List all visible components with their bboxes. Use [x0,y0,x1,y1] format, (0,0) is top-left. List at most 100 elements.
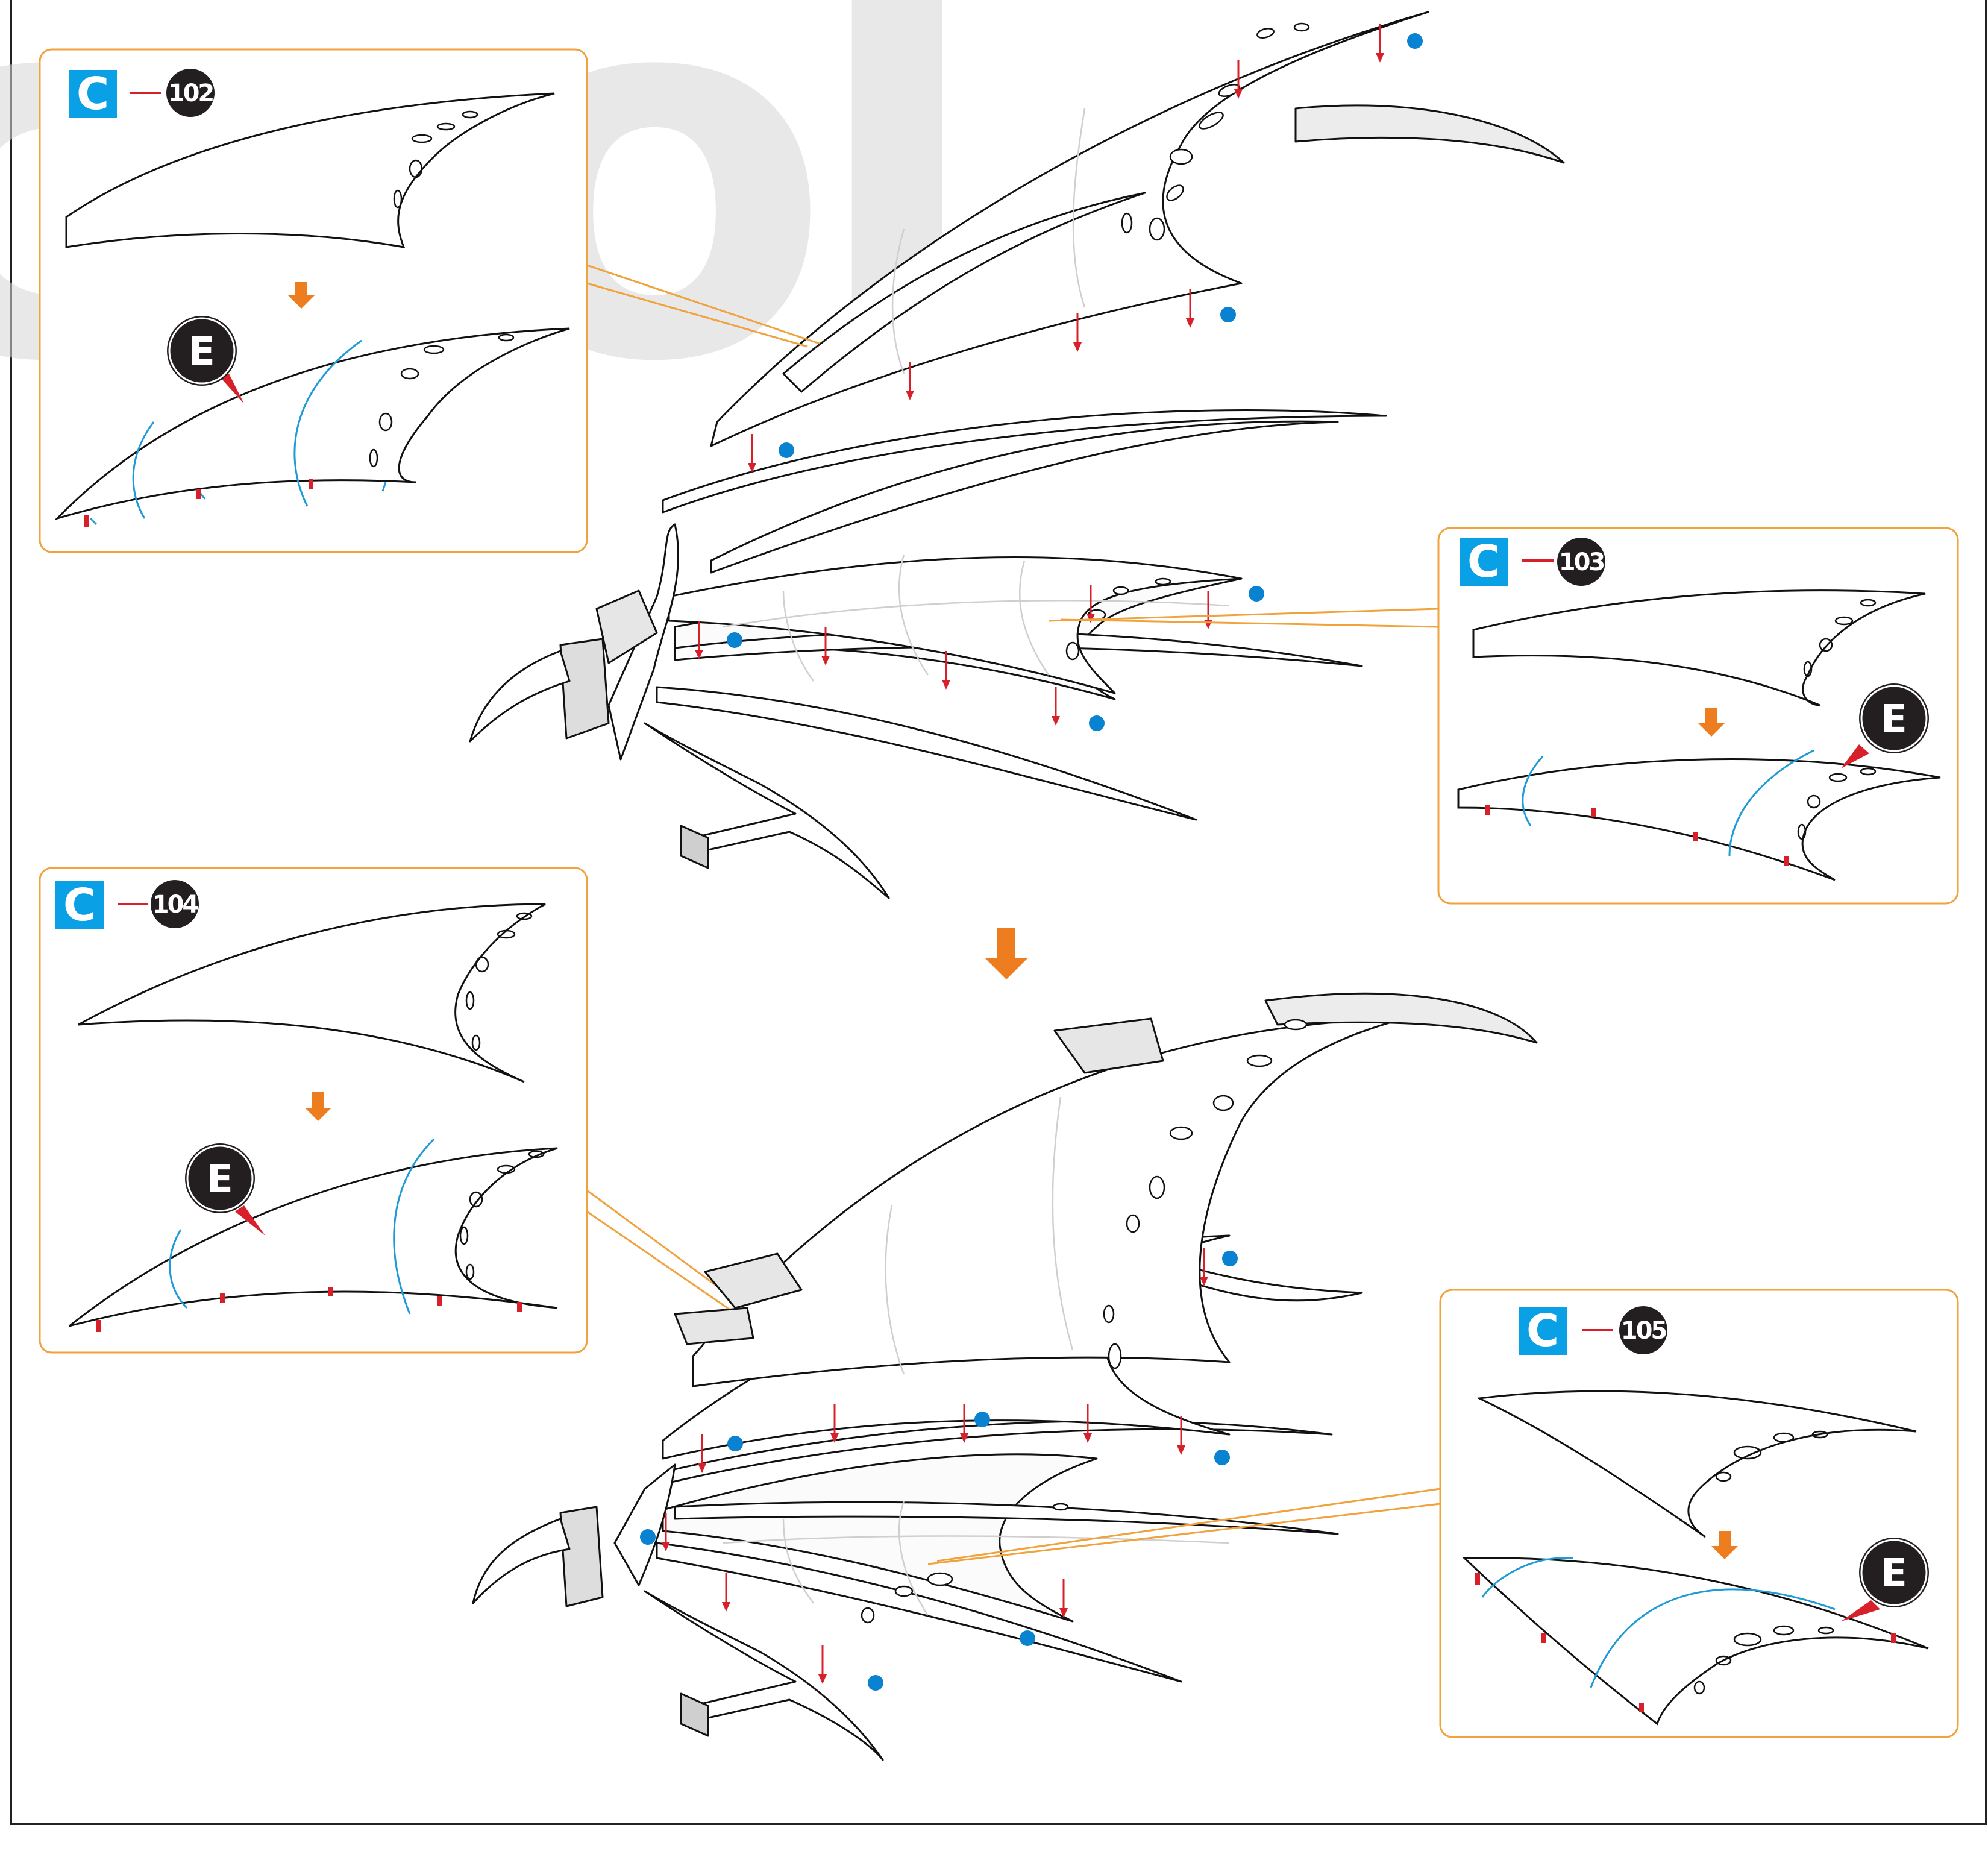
membrane-holes-bottom [861,1019,1308,1624]
next-step-arrow [288,282,315,309]
glue-badge-letter: E [1881,1551,1907,1596]
wing-assembly-top [469,11,1565,899]
curved-part [1462,1557,1929,1726]
callout-leader [586,264,820,348]
marker-dot [779,442,794,458]
callout-103: C 103 E [1048,527,1959,905]
wing-bone-lower [656,686,1197,821]
sheet-letter: C [1526,1305,1559,1357]
fold-arrow [1590,1588,1836,1688]
fold-arrow [1728,749,1814,856]
wing-membrane-3 [668,556,1243,694]
wing-bone-3 [662,409,1387,514]
part-badge [151,880,199,928]
wing-front-claw [472,1518,571,1604]
callout-leader [1048,608,1439,628]
sheet-badge [55,881,104,929]
sheet-badge [1460,538,1508,586]
callout-leader [927,1488,1441,1565]
wing-peg-block [680,825,709,869]
wing-bone-2 [710,420,1339,574]
marker-dot [868,1675,883,1691]
glue-badge: E [1841,1538,1929,1621]
marker-dots-top [727,33,1423,731]
part-badge [1619,1306,1667,1354]
fold-arrow [1522,756,1544,826]
next-step-arrow [305,1092,331,1121]
sheet-badge [1519,1307,1567,1355]
marker-dot [1214,1450,1230,1465]
fold-arrow [132,421,155,519]
wing-bone-4 [674,1501,1339,1535]
fold-arrow [1481,1557,1573,1598]
membrane-ribs-bottom [723,1096,1230,1616]
wing-assembly-bottom [472,992,1538,1761]
next-step-arrow [1711,1531,1738,1559]
marker-dot [974,1412,990,1427]
fold-arrow [393,1138,435,1315]
part-number: 103 [1559,548,1604,576]
wing-bone-3 [668,1420,1333,1484]
page-frame [10,0,1987,1825]
membrane-ribs-top [723,108,1230,682]
callout-104: C 104 E [39,867,829,1372]
marker-dots-bottom [640,1251,1238,1691]
sheet-letter: C [77,68,109,120]
flat-part [65,92,555,248]
wing-hinge-3 [674,1307,754,1345]
curved-part [54,327,570,521]
part-badge [1557,538,1605,586]
glue-badge: E [185,1143,265,1236]
flat-part [1476,1390,1917,1538]
glue-badge-letter: E [189,330,215,374]
callout-102: C 102 E [39,48,820,553]
wing-shoulder-block [595,589,658,664]
marker-dot [1220,307,1236,322]
wing-front-claw [469,650,571,743]
wing-hinge-2 [704,1252,803,1309]
marker-dot [1249,586,1264,602]
curved-part [1457,758,1941,881]
wing-peg-block [680,1692,709,1737]
wing-lower-claw [644,722,890,899]
glue-badge-letter: E [1881,697,1907,742]
wing-hinge-1 [1053,1017,1164,1074]
wing-lower-claw [644,1590,884,1761]
wing-membrane-1 [710,11,1429,447]
fold-arrow [169,1229,188,1309]
sheet-letter: C [1467,536,1500,588]
marker-dot [1222,1251,1238,1266]
marker-dot [1407,33,1423,49]
membrane-holes-top [1065,22,1310,661]
marker-dot [640,1529,656,1545]
part-number: 105 [1621,1317,1667,1345]
sheet-badge [69,70,117,118]
marker-dot [727,632,742,648]
fold-arrow [293,339,362,507]
sheet-letter: C [63,879,96,931]
wing-membrane-1 [692,1017,1405,1387]
flat-part [78,903,546,1083]
wing-bone-lower [656,1542,1182,1683]
wing-arm [613,1463,676,1586]
next-step-arrow [1698,708,1725,737]
wing-shoulder-block-2 [559,1506,604,1607]
wing-bone-upper [1294,104,1565,164]
flat-part [1472,589,1926,706]
part-number: 102 [168,80,213,107]
glue-badge: E [1841,683,1929,768]
glue-badge: E [167,316,244,404]
wing-shoulder-block-2 [559,638,610,740]
wing-bone-upper-2 [782,192,1146,393]
next-step-arrow [985,928,1027,979]
part-badge [166,69,215,117]
wing-membrane-4 [662,1453,1098,1623]
marker-dot [1020,1630,1035,1646]
marker-dot [1089,715,1105,731]
wing-bone-upper [1264,992,1538,1044]
callout-105: C 105 E [927,1289,1959,1738]
marker-dot [727,1436,743,1451]
glue-badge-letter: E [207,1157,233,1202]
part-number: 104 [152,891,198,919]
